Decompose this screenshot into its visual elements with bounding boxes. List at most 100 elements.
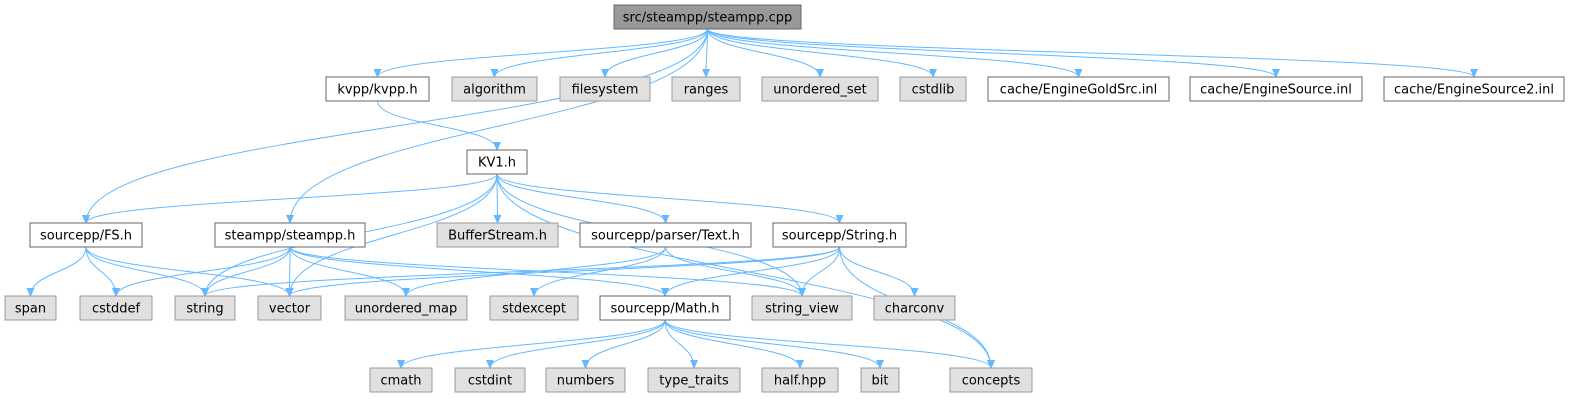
edge-mathh-to-numbers <box>581 319 666 369</box>
node-box <box>579 222 752 248</box>
node-algorithm: algorithm <box>451 76 538 102</box>
node-label: type_traits <box>659 374 729 389</box>
node-box <box>174 295 236 321</box>
edge-kvpp-to-kv1 <box>377 100 501 151</box>
node-label: bit <box>872 374 889 389</box>
node-halfhpp: half.hpp <box>761 367 839 393</box>
edge-mathh-to-concepts <box>664 319 995 369</box>
node-label: BufferStream.h <box>448 229 547 244</box>
node-box <box>860 367 900 393</box>
node-string-view: string_view <box>751 295 853 321</box>
node-box <box>599 295 731 321</box>
node-kvpp[interactable]: kvpp/kvpp.h <box>325 76 430 102</box>
node-label: sourcepp/parser/Text.h <box>591 229 740 244</box>
node-box <box>454 367 526 393</box>
node-label: cache/EngineSource.inl <box>1200 83 1352 98</box>
edge-kv1-to-bufferstream <box>493 173 502 224</box>
node-box <box>545 367 626 393</box>
edge-root-to-algorithm <box>490 28 708 78</box>
edge-root-to-source <box>707 28 1280 78</box>
node-box <box>1383 76 1565 102</box>
node-label: sourcepp/FS.h <box>40 229 132 244</box>
node-cstdint: cstdint <box>454 367 526 393</box>
node-box <box>647 367 741 393</box>
edge-parsertext-to-string_view <box>665 246 806 297</box>
node-box <box>751 295 853 321</box>
node-label: sourcepp/String.h <box>782 229 897 244</box>
edge-root-to-fs <box>82 28 708 224</box>
edge-steampph-to-vector <box>285 246 294 297</box>
node-box <box>761 76 879 102</box>
node-label: cache/EngineSource2.inl <box>1394 83 1554 98</box>
node-label: sourcepp/Math.h <box>611 302 720 317</box>
node-span: span <box>4 295 57 321</box>
edge-kv1-to-fs <box>82 173 498 224</box>
edge-stringh-to-mathh <box>661 246 840 297</box>
node-label: cache/EngineGoldSrc.inl <box>1000 83 1157 98</box>
node-filesystem: filesystem <box>559 76 651 102</box>
node-label: src/steampp/steampp.cpp <box>623 11 793 26</box>
node-box <box>949 367 1033 393</box>
node-parsertext[interactable]: sourcepp/parser/Text.h <box>579 222 752 248</box>
edge-parsertext-to-stdexcept <box>530 246 666 297</box>
edge-stringh-to-string_view <box>798 246 840 297</box>
node-mathh[interactable]: sourcepp/Math.h <box>599 295 731 321</box>
node-box <box>451 76 538 102</box>
edge-mathh-to-halfhpp <box>664 319 804 369</box>
node-label: cmath <box>380 374 421 389</box>
edge-root-to-unordered_set <box>707 28 824 78</box>
edge-stringh-to-string <box>201 246 840 297</box>
node-label: charconv <box>885 302 945 317</box>
node-label: concepts <box>962 374 1021 389</box>
node-box <box>436 222 559 248</box>
node-box <box>899 76 967 102</box>
node-label: vector <box>269 302 311 317</box>
edge-stringh-to-charconv <box>839 246 919 297</box>
edge-steampph-to-mathh <box>289 246 669 297</box>
node-label: cstdlib <box>912 83 955 98</box>
edge-steampph-to-unordered_map <box>289 246 410 297</box>
edge-mathh-to-cmath <box>397 319 666 369</box>
node-steampph[interactable]: steampp/steampp.h <box>214 222 366 248</box>
node-cstdlib: cstdlib <box>899 76 967 102</box>
edge-steampph-to-cstddef <box>112 246 291 297</box>
edge-root-to-goldsrc <box>707 28 1083 78</box>
edge-fs-to-string <box>85 246 209 297</box>
node-kv1[interactable]: KV1.h <box>466 149 528 175</box>
node-label: string <box>186 302 223 317</box>
edge-mathh-to-bit <box>664 319 884 369</box>
node-fs[interactable]: sourcepp/FS.h <box>29 222 143 248</box>
edge-parsertext-to-unordered_map <box>402 246 666 297</box>
node-source[interactable]: cache/EngineSource.inl <box>1189 76 1363 102</box>
edge-kv1-to-vector <box>285 173 498 297</box>
nodes-layer: src/steampp/steampp.cpp kvpp/kvpp.h algori… <box>4 4 1565 393</box>
edge-mathh-to-type_traits <box>664 319 698 369</box>
node-box <box>466 149 528 175</box>
node-type-traits: type_traits <box>647 367 741 393</box>
node-cmath: cmath <box>369 367 433 393</box>
edge-root-to-filesystem <box>601 28 708 78</box>
node-vector: vector <box>257 295 322 321</box>
node-label: KV1.h <box>478 156 516 171</box>
node-bit: bit <box>860 367 900 393</box>
node-concepts: concepts <box>949 367 1033 393</box>
node-box <box>772 222 907 248</box>
edge-root-to-cstdlib <box>707 28 937 78</box>
node-stringh[interactable]: sourcepp/String.h <box>772 222 907 248</box>
edge-kv1-to-parsertext <box>496 173 670 224</box>
node-box <box>214 222 366 248</box>
node-label: cstdint <box>468 374 512 389</box>
node-label: numbers <box>557 374 615 389</box>
edge-steampph-to-string <box>201 246 291 297</box>
node-goldsrc[interactable]: cache/EngineGoldSrc.inl <box>987 76 1170 102</box>
node-string: string <box>174 295 236 321</box>
node-bufferstream: BufferStream.h <box>436 222 559 248</box>
node-label: unordered_map <box>355 302 458 317</box>
node-label: ranges <box>684 83 729 98</box>
node-source2[interactable]: cache/EngineSource2.inl <box>1383 76 1565 102</box>
edge-root-to-kvpp <box>373 28 708 78</box>
edge-kv1-to-stringh <box>496 173 844 224</box>
edges-layer <box>26 28 1478 369</box>
node-root[interactable]: src/steampp/steampp.cpp <box>613 4 802 30</box>
